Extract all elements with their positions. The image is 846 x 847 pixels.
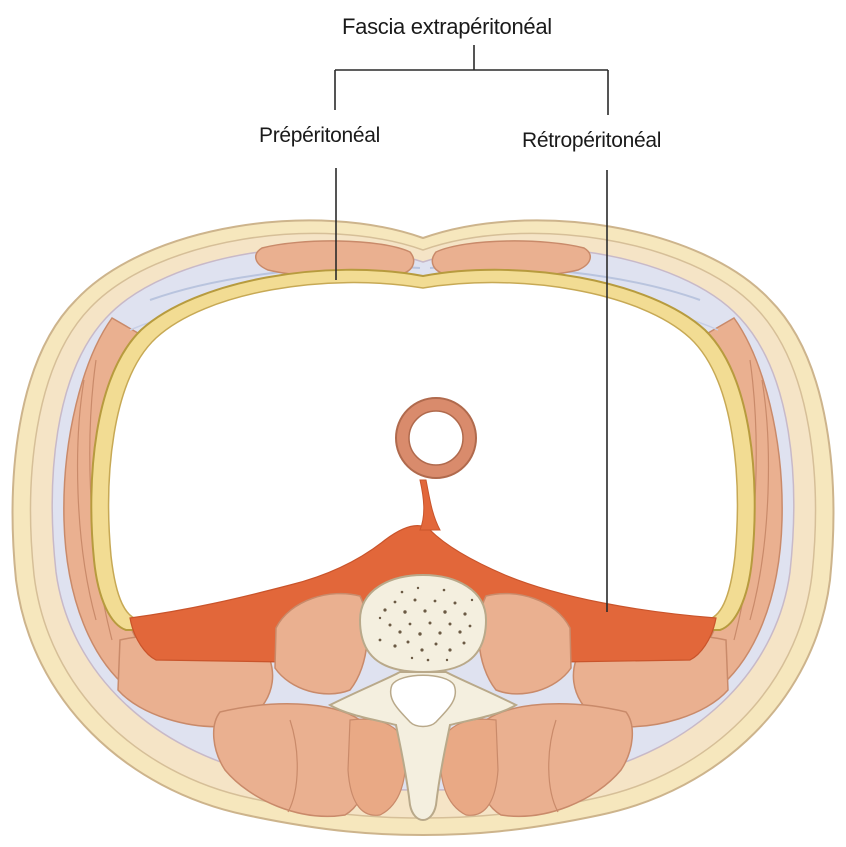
vertebral-body [360, 575, 486, 672]
